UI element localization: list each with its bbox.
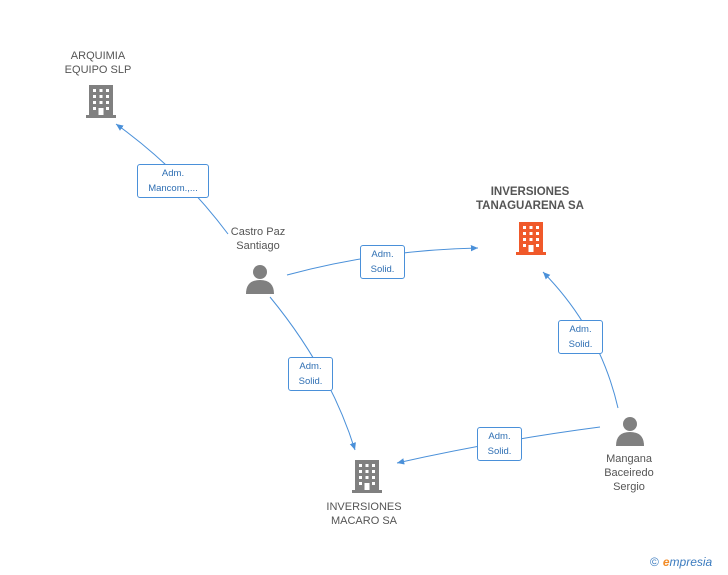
building-icon[interactable]	[352, 460, 382, 493]
building-icon[interactable]	[516, 222, 546, 255]
edge-label-adm-mancom[interactable]: Adm. Mancom.,...	[137, 164, 209, 198]
person-icon[interactable]	[246, 265, 274, 294]
edge-label-adm-solid[interactable]: Adm. Solid.	[288, 357, 333, 391]
building-icon[interactable]	[86, 85, 116, 118]
edge-label-adm-solid[interactable]: Adm. Solid.	[558, 320, 603, 354]
brand-logo-text: mpresia	[669, 555, 713, 569]
brand-footer: ©empresia	[650, 555, 712, 569]
brand-logo-initial: e	[662, 555, 670, 569]
company-label-macaro[interactable]: INVERSIONES MACARO SA	[326, 501, 402, 527]
edge-label-adm-solid[interactable]: Adm. Solid.	[360, 245, 405, 279]
edge-label-adm-solid[interactable]: Adm. Solid.	[477, 427, 522, 461]
person-label-mangana[interactable]: Mangana Baceiredo Sergio	[604, 453, 654, 493]
person-label-castro[interactable]: Castro Paz Santiago	[230, 226, 286, 252]
copyright-symbol: ©	[650, 555, 659, 569]
person-icon[interactable]	[616, 417, 644, 446]
company-label-arquimia[interactable]: ARQUIMIA EQUIPO SLP	[64, 50, 132, 76]
company-label-tanaguarena[interactable]: INVERSIONES TANAGUARENA SA	[476, 186, 584, 212]
